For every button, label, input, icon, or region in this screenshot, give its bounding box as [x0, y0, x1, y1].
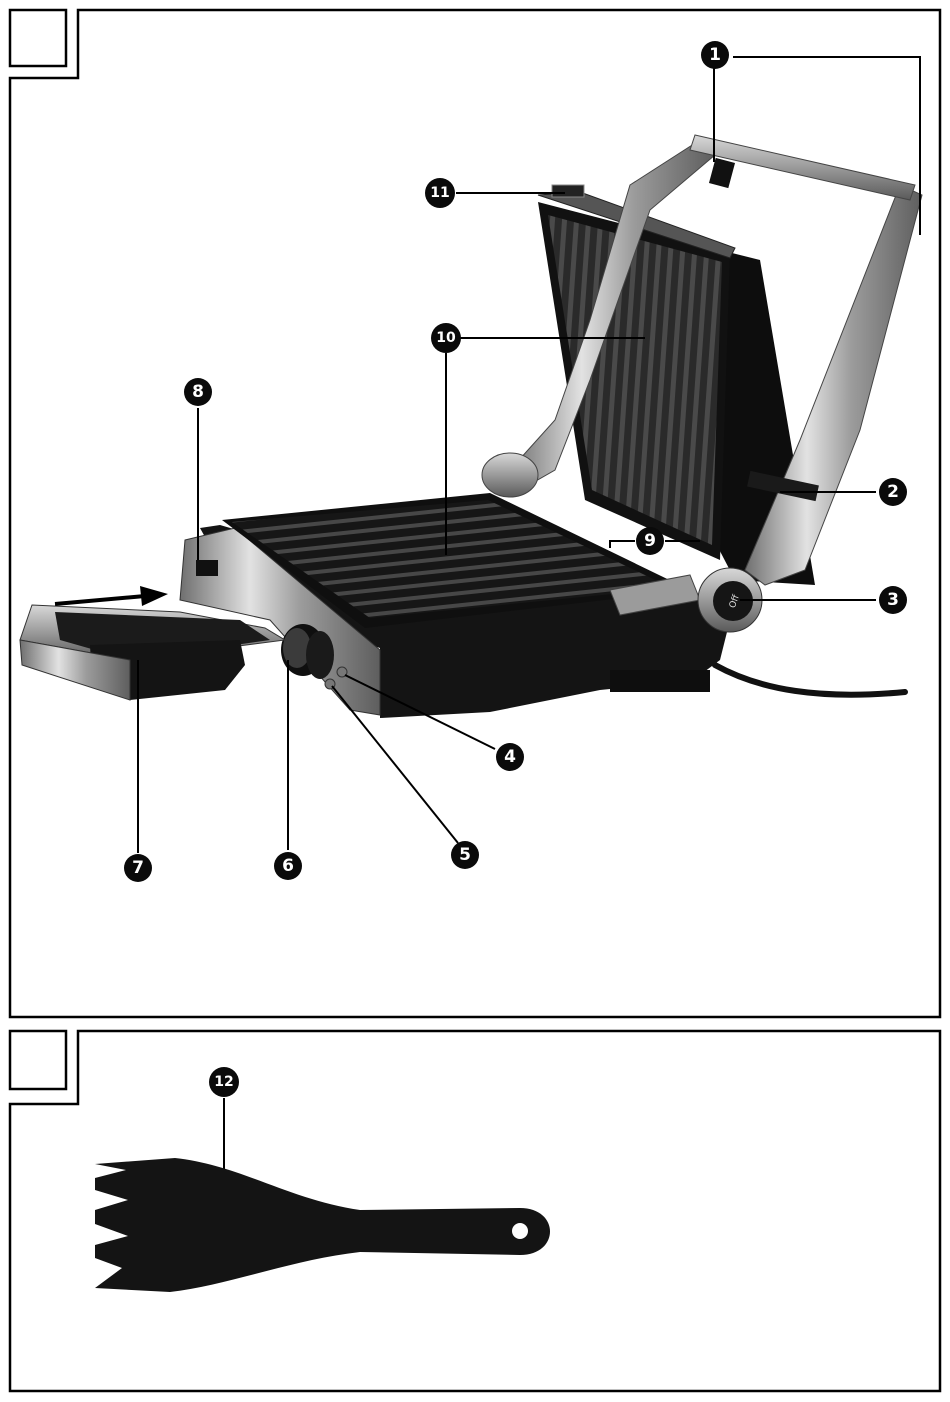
- grill-spatula-illustration: [95, 1158, 550, 1292]
- callout-9: 9: [636, 527, 664, 555]
- drip-tray-release-button: [196, 560, 218, 576]
- spatula: [95, 1158, 550, 1292]
- callout-7: 7: [124, 854, 152, 882]
- base-foot: [610, 670, 710, 692]
- svg-text:7: 7: [132, 858, 144, 878]
- callout-1: 1: [701, 41, 729, 69]
- svg-text:8: 8: [192, 382, 204, 402]
- callout-3: 3: [879, 586, 907, 614]
- handle-release-clip: [709, 158, 735, 188]
- callout-8: 8: [184, 378, 212, 406]
- drip-tray: [20, 605, 285, 700]
- svg-text:4: 4: [504, 747, 516, 767]
- insertion-arrow: [55, 586, 168, 606]
- svg-text:10: 10: [436, 330, 456, 346]
- figure-a-label-box: [10, 10, 66, 66]
- svg-text:5: 5: [459, 845, 471, 865]
- callout-5: 5: [451, 841, 479, 869]
- power-cord: [715, 665, 905, 695]
- contact-grill-illustration: Off: [20, 135, 922, 718]
- callout-10: 10: [431, 323, 461, 353]
- leader-line-9: [610, 541, 635, 548]
- svg-text:11: 11: [430, 185, 449, 201]
- svg-text:9: 9: [644, 531, 656, 551]
- svg-text:3: 3: [887, 590, 899, 610]
- figure-b-label-box: [10, 1031, 66, 1089]
- spatula-hanging-hole: [512, 1223, 528, 1239]
- callout-12: 12: [209, 1067, 239, 1097]
- svg-text:1: 1: [709, 45, 721, 65]
- hinge-joint-left: [482, 453, 538, 497]
- callout-4: 4: [496, 743, 524, 771]
- svg-text:12: 12: [214, 1074, 233, 1090]
- svg-text:2: 2: [887, 482, 899, 502]
- svg-text:6: 6: [282, 856, 294, 876]
- callout-2: 2: [879, 478, 907, 506]
- callout-6: 6: [274, 852, 302, 880]
- callout-11: 11: [425, 178, 455, 208]
- lid-lock: [552, 185, 584, 197]
